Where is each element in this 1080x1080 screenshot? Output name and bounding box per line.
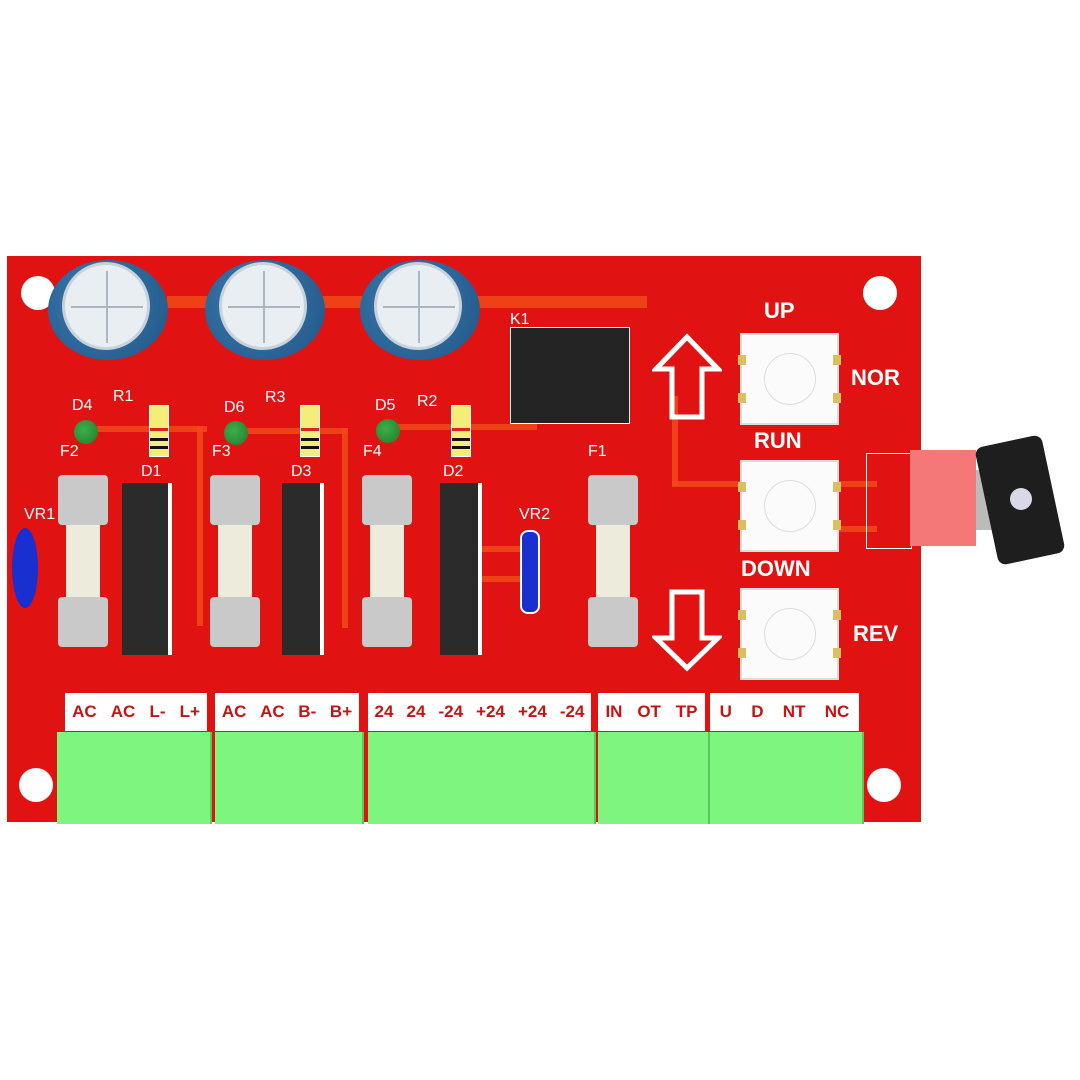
terminal-label-group: AC AC L- L+ (65, 693, 207, 731)
run-button[interactable] (738, 460, 841, 552)
terminal-label: U (719, 702, 732, 721)
terminal-label: AC (110, 702, 136, 721)
terminal-label: +24 (476, 702, 505, 721)
bridge-rectifier-d2 (440, 483, 482, 655)
varistor-label: VR2 (519, 506, 551, 523)
terminal-label: 24 (406, 702, 426, 721)
fuse-f1 (588, 475, 638, 650)
mounting-hole (863, 276, 897, 310)
relay-k1 (510, 327, 630, 424)
down-label: DOWN (741, 556, 811, 581)
terminal-label: L+ (179, 702, 200, 721)
fuse-label: F4 (363, 443, 382, 460)
up-arrow-icon (652, 333, 722, 420)
resistor-r3 (300, 405, 320, 457)
up-button[interactable] (738, 333, 841, 425)
bridge-rectifier-d3 (282, 483, 324, 655)
resistor-label: R2 (417, 393, 438, 410)
terminal-block[interactable] (598, 732, 710, 824)
terminal-label: -24 (559, 702, 585, 721)
led-label: D4 (72, 397, 93, 414)
nor-label: NOR (851, 365, 900, 390)
bridge-rectifier-d1 (122, 483, 172, 655)
mounting-hole (19, 768, 53, 802)
run-label: RUN (754, 428, 802, 453)
fuse-f4 (362, 475, 412, 650)
terminal-label: AC (72, 702, 97, 721)
terminal-label: AC (221, 702, 247, 721)
varistor-vr1 (12, 528, 38, 608)
terminal-block[interactable] (57, 732, 212, 824)
capacitor (360, 260, 480, 360)
terminal-label: -24 (438, 702, 464, 721)
terminal-label: NC (824, 702, 850, 721)
terminal-block[interactable] (215, 732, 364, 824)
terminal-label: IN (605, 702, 623, 721)
terminal-label: +24 (517, 702, 547, 721)
terminal-label: TP (675, 702, 698, 721)
led-d6 (224, 421, 248, 445)
fuse-f2 (58, 475, 108, 650)
up-label: UP (764, 298, 795, 323)
terminal-block[interactable] (368, 732, 596, 824)
down-button[interactable] (738, 588, 841, 680)
terminal-label: B- (298, 702, 317, 721)
terminal-label: D (751, 702, 764, 721)
led-label: D5 (375, 397, 396, 414)
switch-pivot (1010, 488, 1032, 510)
capacitor (48, 260, 168, 360)
terminal-label: L- (149, 702, 166, 721)
led-d4 (74, 420, 98, 444)
terminal-label: NT (782, 702, 806, 721)
led-d5 (376, 419, 400, 443)
terminal-label: B+ (329, 702, 353, 721)
fuse-label: F2 (60, 443, 79, 460)
varistor-vr2 (520, 530, 540, 614)
fuse-f3 (210, 475, 260, 650)
capacitor (205, 260, 325, 360)
diode-label: D1 (141, 463, 162, 480)
resistor-label: R1 (113, 388, 134, 405)
resistor-label: R3 (265, 389, 286, 406)
terminal-label-group: 24 24 -24 +24 +24 -24 (368, 693, 591, 731)
terminal-label-group: IN OT TP (598, 693, 705, 731)
resistor-r1 (149, 405, 169, 457)
fuse-label: F1 (588, 443, 607, 460)
terminal-block[interactable] (710, 732, 864, 824)
diode-label: D2 (443, 463, 464, 480)
rev-label: REV (853, 621, 899, 646)
fuse-label: F3 (212, 443, 231, 460)
relay-label: K1 (510, 311, 530, 328)
diode-label: D3 (291, 463, 312, 480)
mounting-hole (867, 768, 901, 802)
terminal-label: AC (260, 702, 285, 721)
terminal-label: OT (637, 702, 661, 721)
switch-pins (866, 453, 912, 549)
down-arrow-icon (652, 589, 722, 672)
led-label: D6 (224, 399, 245, 416)
varistor-label: VR1 (24, 506, 56, 523)
resistor-r2 (451, 405, 471, 457)
toggle-switch-body (910, 450, 976, 546)
terminal-label-group: AC AC B- B+ (215, 693, 359, 731)
terminal-label: 24 (374, 702, 394, 721)
